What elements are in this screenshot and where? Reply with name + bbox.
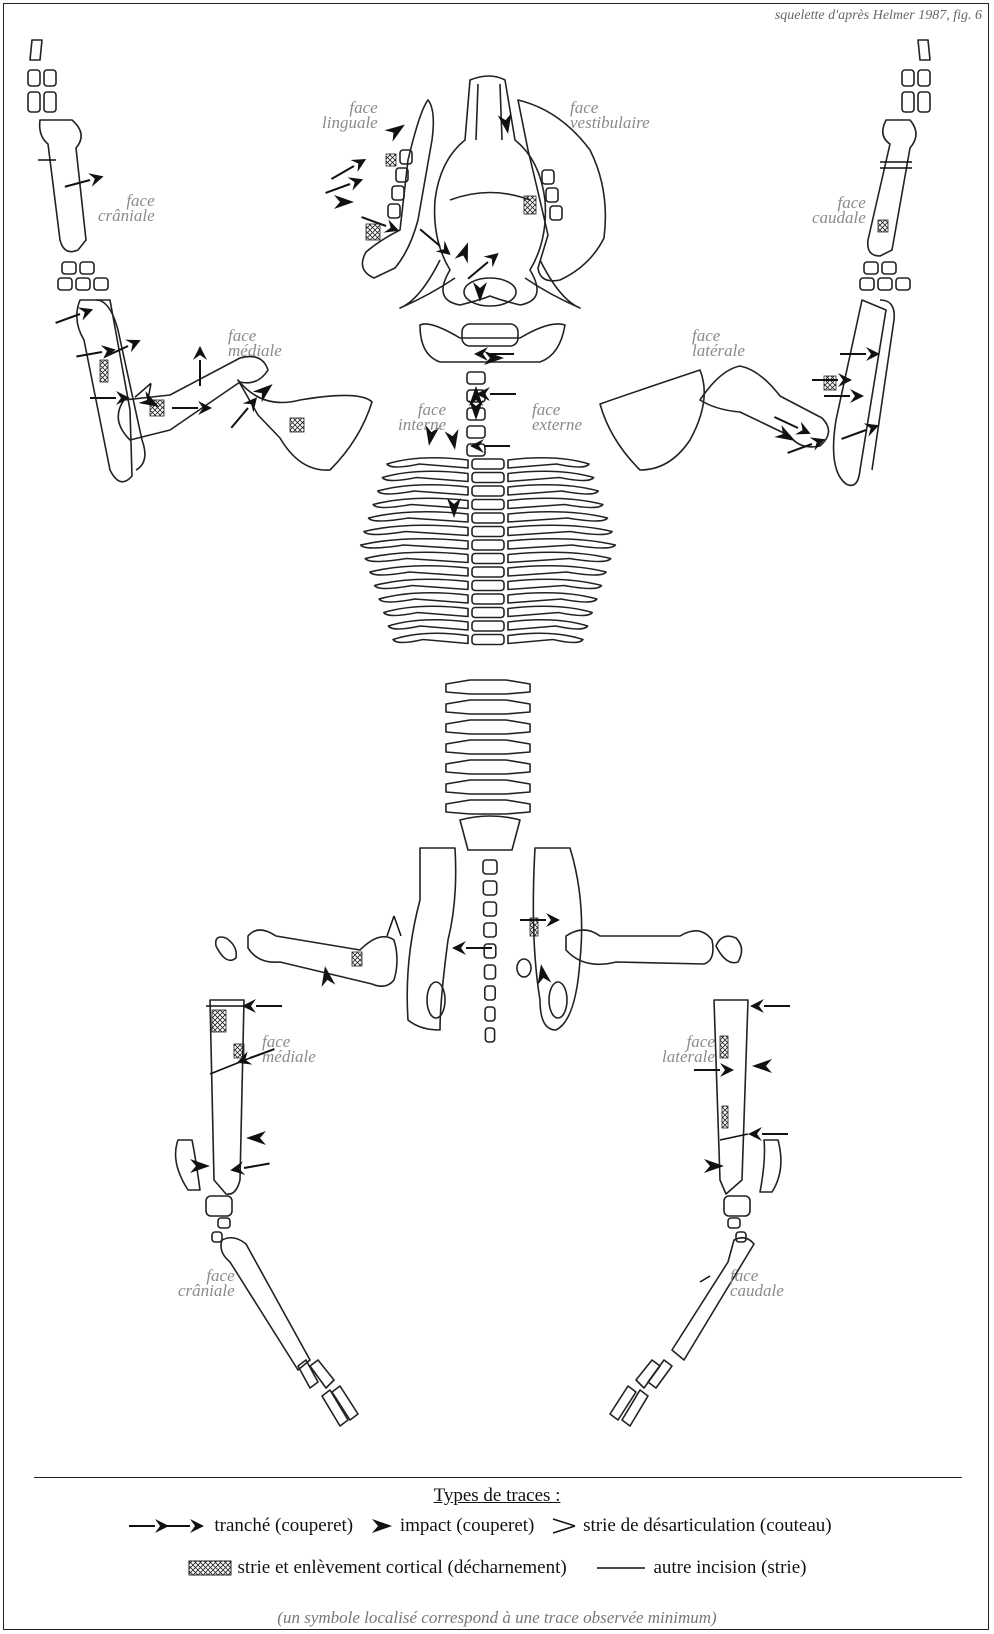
- legend-label-tranche: tranché (couperet): [214, 1515, 353, 1536]
- legend-item-impact: impact (couperet): [370, 1515, 535, 1537]
- legend-note: (un symbole localisé correspond à une tr…: [0, 1608, 994, 1628]
- right-hindlimb: [566, 930, 781, 1426]
- rib-left: [388, 620, 468, 630]
- sacral-tail-vertebra: [484, 923, 496, 937]
- sacral-tail-vertebra: [485, 1007, 495, 1021]
- thoracic-vertebra: [472, 486, 504, 496]
- lumbar-vertebra: [446, 720, 530, 734]
- sacral-tail-vertebra: [484, 902, 497, 916]
- legend-item-strie-desarticulation: strie de désarticulation (couteau): [551, 1515, 831, 1537]
- rib-right: [508, 606, 592, 616]
- rib-left: [379, 593, 468, 603]
- lumbar-vertebra: [446, 800, 530, 814]
- legend-label-impact: impact (couperet): [400, 1515, 535, 1536]
- skull: [400, 76, 580, 308]
- thoracic-vertebra: [472, 459, 504, 469]
- sacral-tail-vertebra: [484, 944, 496, 958]
- legend-title: Types de traces :: [0, 1485, 994, 1507]
- left-hindlimb: [176, 930, 397, 1426]
- rib-right: [508, 539, 615, 549]
- tranche-symbol-icon: [162, 1517, 208, 1535]
- legend-divider: [34, 1477, 962, 1478]
- left-forelimb: [28, 40, 372, 482]
- thoracic-vertebra: [472, 581, 504, 591]
- rib-right: [508, 512, 607, 522]
- legend-item-tranche: tranché (couperet): [162, 1515, 353, 1537]
- lumbar-vertebra: [446, 760, 530, 774]
- rib-left: [364, 525, 468, 535]
- rib-left: [387, 458, 468, 468]
- thoracic-vertebra: [472, 635, 504, 645]
- lumbar-vertebra: [446, 780, 530, 794]
- legend-item-autre-incision: autre incision (strie): [595, 1557, 806, 1579]
- rib-left: [393, 633, 468, 643]
- rib-right: [508, 552, 611, 562]
- thoracic-vertebra: [472, 540, 504, 550]
- rib-right: [508, 633, 583, 643]
- sacral-tail-vertebra: [485, 986, 495, 1000]
- sacral-tail-vertebra: [483, 881, 496, 895]
- rib-right: [508, 458, 589, 468]
- rib-right: [508, 579, 601, 589]
- thoracic-vertebra: [472, 513, 504, 523]
- thoracic-vertebra: [472, 473, 504, 483]
- sacral-tail-vertebra: [485, 1028, 494, 1042]
- thoracic-vertebra: [472, 594, 504, 604]
- lumbar-vertebra: [446, 680, 530, 694]
- legend-item-decharnement: strie et enlèvement cortical (décharneme…: [188, 1557, 567, 1579]
- defleshing-areas: [100, 154, 888, 1128]
- rib-right: [508, 471, 594, 481]
- lumbar-vertebra: [446, 740, 530, 754]
- rib-right: [508, 498, 603, 508]
- impact-symbol-icon: [370, 1517, 394, 1535]
- desarticulation-symbol-icon: [551, 1517, 577, 1535]
- rib-left: [370, 566, 468, 576]
- rib-left: [361, 539, 468, 549]
- lumbar-vertebra: [446, 700, 530, 714]
- thoracic-vertebra: [472, 567, 504, 577]
- rib-right: [508, 566, 606, 576]
- rib-right: [508, 525, 612, 535]
- thoracic-vertebra: [472, 621, 504, 631]
- rib-left: [378, 485, 468, 495]
- lumbar-vertebrae: [446, 680, 530, 814]
- sacral-tail-vertebra: [483, 860, 497, 874]
- rib-left: [384, 606, 468, 616]
- thoracic-vertebra: [472, 554, 504, 564]
- rib-left: [382, 471, 468, 481]
- trace-markers: [38, 113, 912, 1282]
- rib-right: [508, 620, 588, 630]
- legend-row-2: strie et enlèvement cortical (décharneme…: [0, 1556, 994, 1579]
- rib-right: [508, 485, 598, 495]
- sacrum-tail: [483, 860, 497, 1042]
- incision-line-icon: [595, 1563, 647, 1573]
- rib-left: [375, 579, 468, 589]
- legend-label-decharnement: strie et enlèvement cortical (décharneme…: [238, 1557, 567, 1578]
- thoracic-vertebra: [472, 608, 504, 618]
- crosshatch-symbol-icon: [188, 1560, 232, 1576]
- legend-label-autre-incision: autre incision (strie): [653, 1557, 806, 1578]
- rib-right: [508, 593, 597, 603]
- rib-left: [365, 552, 468, 562]
- thoracic-vertebra: [472, 500, 504, 510]
- thoracic-vertebra: [472, 527, 504, 537]
- legend-row-1: tranché (couperet) impact (couperet) str…: [0, 1514, 994, 1537]
- thoracic-vertebrae: [472, 459, 504, 645]
- sacral-tail-vertebra: [485, 965, 496, 979]
- legend-label-desarticulation: strie de désarticulation (couteau): [583, 1515, 831, 1536]
